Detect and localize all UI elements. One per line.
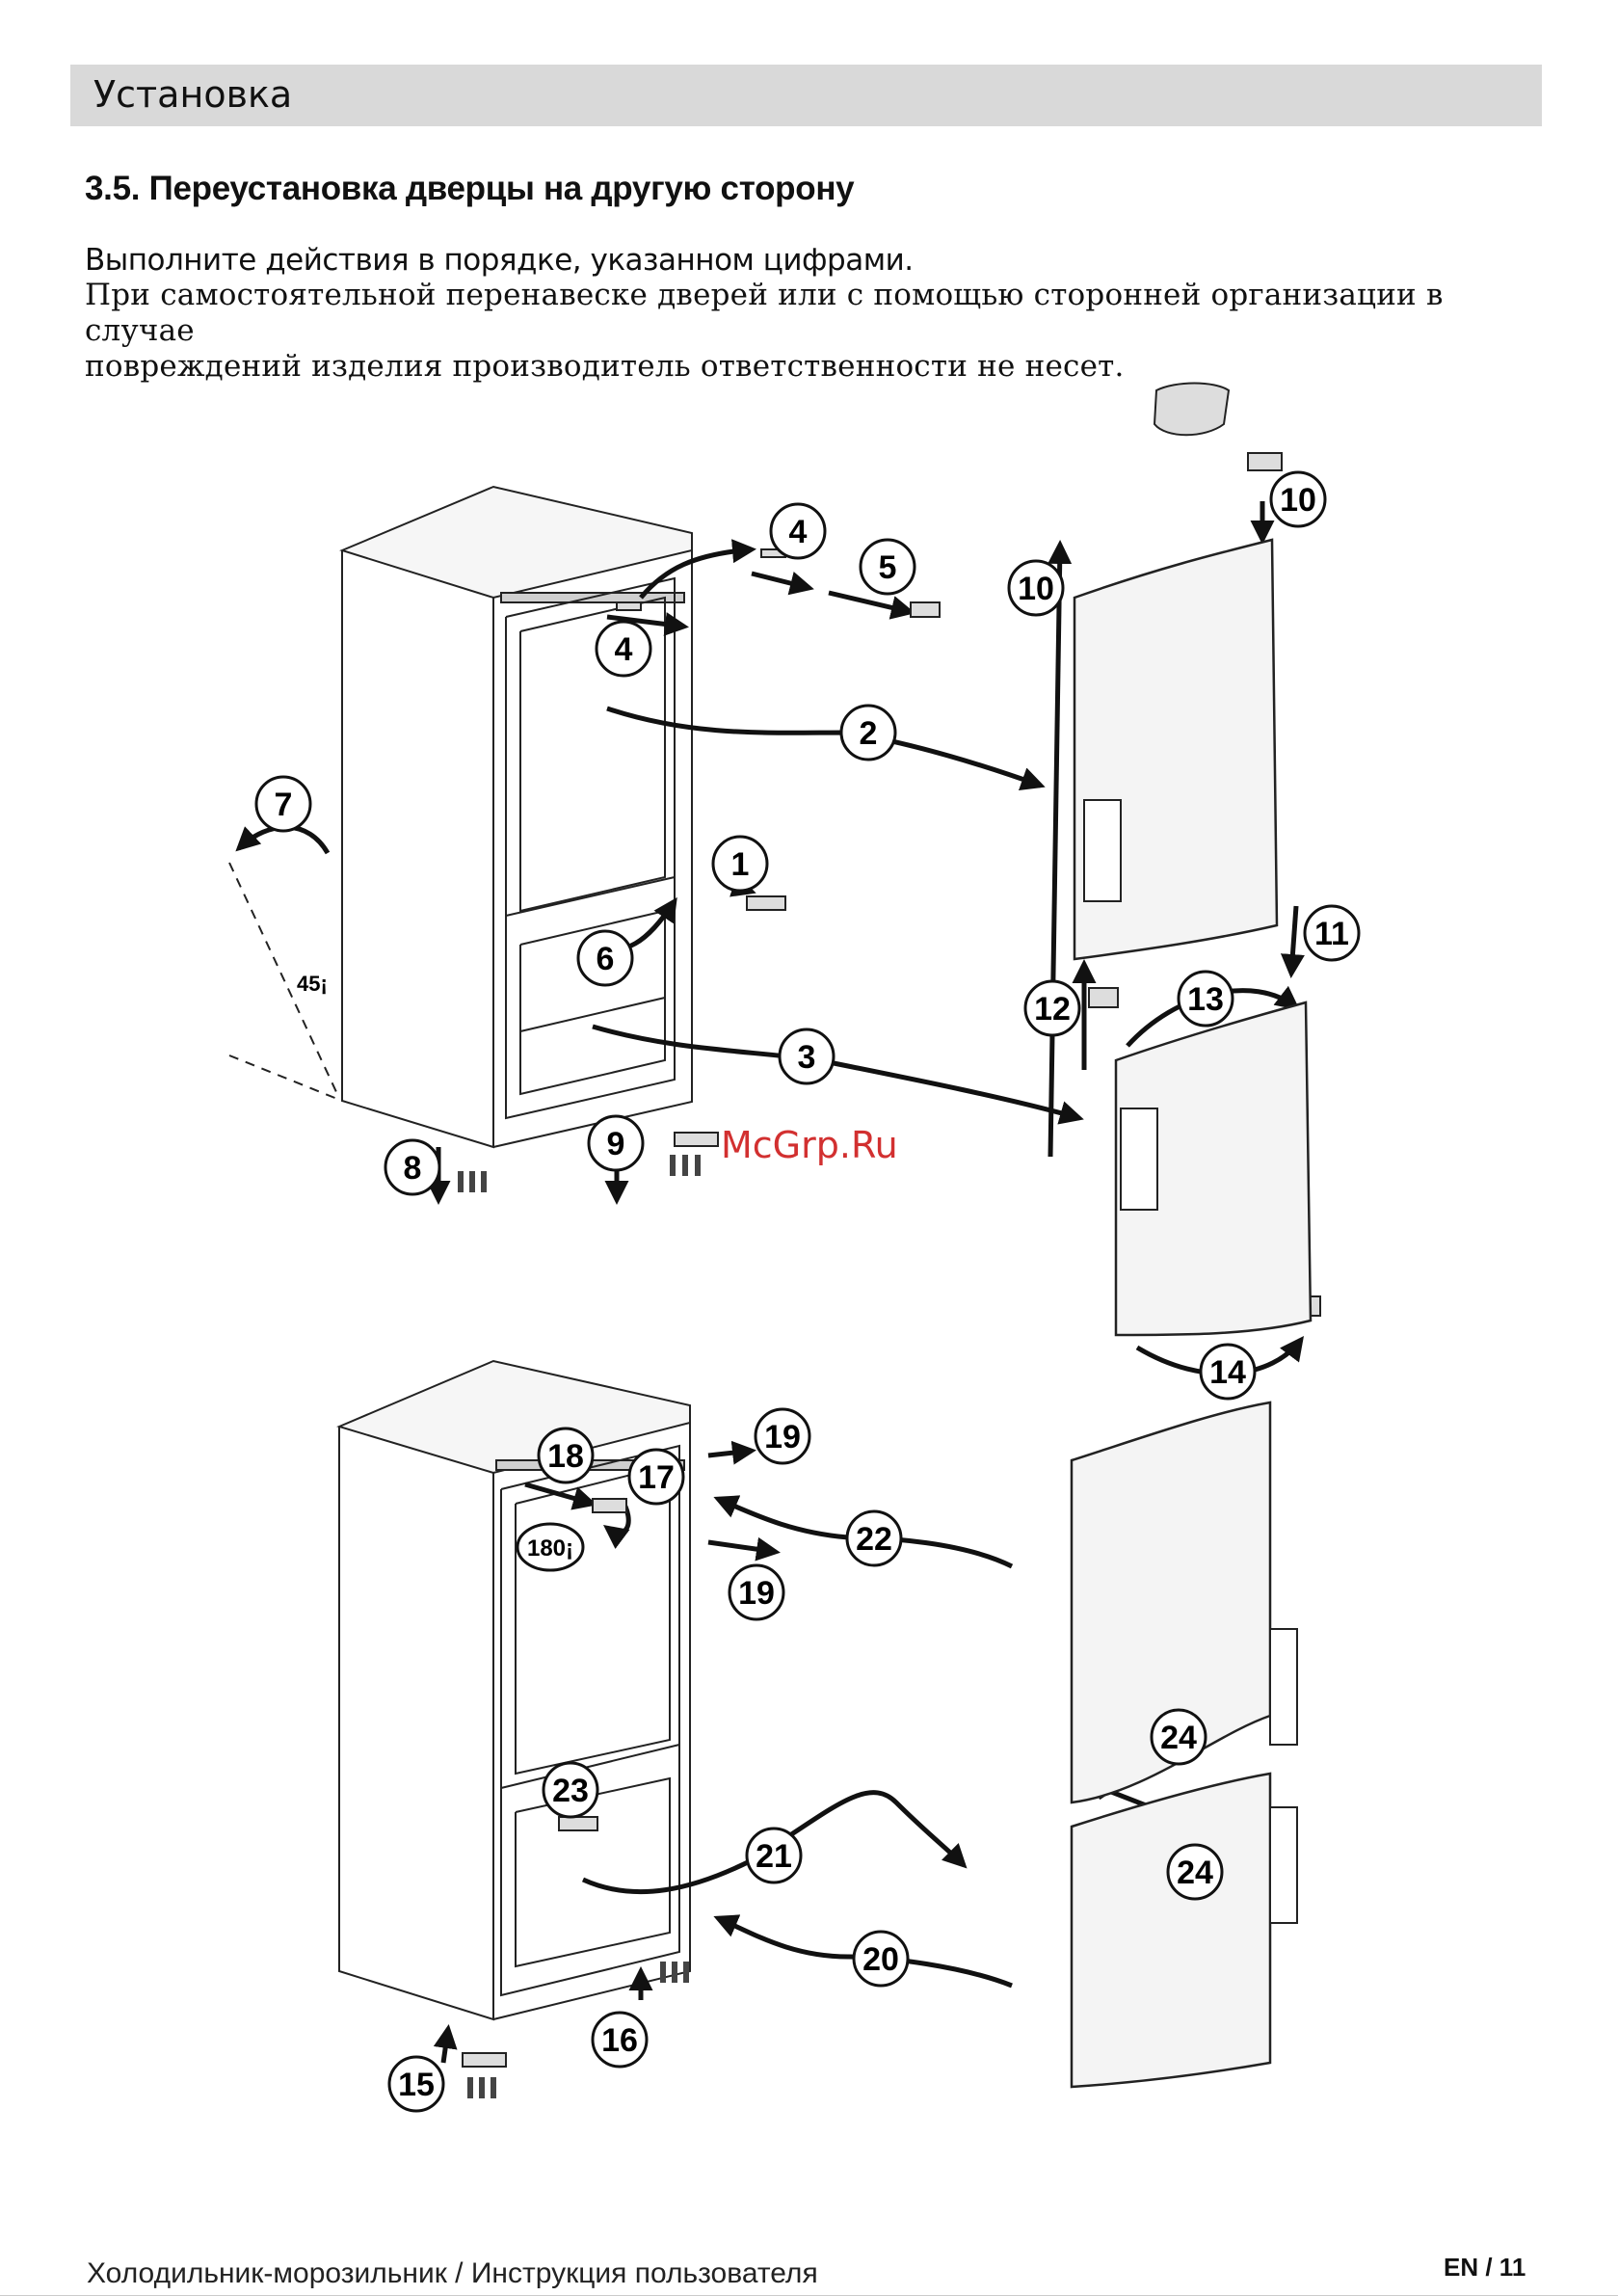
step-8: 8	[384, 1138, 441, 1196]
step-19b: 19	[728, 1563, 785, 1621]
step-4a: 4	[769, 502, 827, 560]
top-doors	[1073, 538, 1313, 1337]
top-door-handles	[1083, 799, 1158, 1211]
step-5: 5	[859, 538, 916, 596]
svg-text:4: 4	[615, 631, 633, 668]
svg-text:11: 11	[1314, 916, 1349, 952]
step-16: 16	[591, 2011, 649, 2069]
svg-text:8: 8	[404, 1150, 422, 1187]
screws-bottom	[467, 1962, 689, 2098]
watermark: McGrp.Ru	[721, 1124, 898, 1166]
screws-top	[458, 1155, 701, 1192]
step-10a: 10	[1269, 470, 1327, 528]
svg-text:18: 18	[547, 1438, 584, 1475]
step-4b: 4	[595, 620, 652, 678]
svg-text:23: 23	[552, 1773, 589, 1809]
step-22: 22	[845, 1509, 903, 1567]
svg-text:13: 13	[1187, 981, 1224, 1018]
svg-text:7: 7	[275, 787, 293, 823]
rotation-callout: 180¡	[516, 1522, 585, 1572]
step-24a: 24	[1150, 1708, 1207, 1766]
svg-text:21: 21	[756, 1838, 792, 1875]
fridge-cabinet-top	[339, 485, 693, 1149]
step-12: 12	[1023, 979, 1081, 1037]
svg-text:19: 19	[738, 1575, 775, 1612]
header-title: Установка	[93, 73, 293, 116]
step-3: 3	[778, 1028, 836, 1085]
instruction-lead: Выполните действия в порядке, указанном …	[85, 243, 914, 278]
instruction-line-2: повреждений изделия производитель ответс…	[85, 349, 1125, 384]
step-21: 21	[745, 1827, 803, 1884]
svg-text:3: 3	[798, 1039, 816, 1076]
step-7: 7	[254, 775, 312, 833]
svg-text:14: 14	[1209, 1354, 1246, 1391]
step-2: 2	[839, 704, 897, 761]
footer-page-number: EN / 11	[1444, 2253, 1526, 2282]
step-24b: 24	[1166, 1843, 1224, 1901]
svg-text:5: 5	[879, 549, 897, 586]
section-title: 3.5. Переустановка дверцы на другую стор…	[85, 170, 855, 207]
svg-text:20: 20	[862, 1941, 899, 1978]
bottom-doors	[1070, 1401, 1272, 2089]
svg-text:10: 10	[1280, 482, 1316, 519]
svg-text:15: 15	[398, 2067, 435, 2103]
svg-text:6: 6	[597, 941, 615, 977]
svg-text:17: 17	[638, 1459, 675, 1496]
svg-text:9: 9	[607, 1126, 625, 1162]
step-10b: 10	[1007, 559, 1065, 617]
step-17: 17	[627, 1448, 685, 1506]
step-15: 15	[387, 2055, 445, 2113]
footer-document-title: Холодильник-морозильник / Инструкция пол…	[87, 2257, 818, 2289]
svg-text:16: 16	[601, 2022, 638, 2059]
instruction-text: При самостоятельной перенавеске дверей и…	[85, 278, 1530, 385]
step-6: 6	[576, 929, 634, 987]
svg-text:19: 19	[764, 1419, 801, 1455]
step-18: 18	[537, 1427, 595, 1484]
svg-text:24: 24	[1160, 1720, 1197, 1756]
svg-text:12: 12	[1034, 991, 1071, 1028]
step-11: 11	[1303, 904, 1361, 962]
svg-text:2: 2	[860, 715, 878, 752]
angle-label: 45¡	[297, 972, 328, 996]
parts-bag-icon	[1153, 382, 1231, 437]
step-14: 14	[1199, 1343, 1257, 1401]
bottom-hinges	[462, 1498, 627, 2068]
svg-text:4: 4	[789, 514, 808, 550]
instruction-line-1: При самостоятельной перенавеске дверей и…	[85, 278, 1444, 348]
svg-text:10: 10	[1018, 571, 1054, 607]
step-callouts: 1 2 3 4 4 5 6 7 8 9 10 10 11 12 13 14 15…	[254, 470, 1361, 2113]
step-1: 1	[711, 835, 769, 893]
svg-text:22: 22	[856, 1521, 892, 1558]
svg-text:180¡: 180¡	[527, 1535, 573, 1562]
step-23: 23	[542, 1761, 599, 1819]
step-20: 20	[852, 1930, 910, 1988]
svg-text:1: 1	[731, 846, 750, 883]
angle-guide	[228, 862, 338, 1100]
svg-text:24: 24	[1177, 1855, 1213, 1891]
step-13: 13	[1177, 970, 1234, 1028]
step-19a: 19	[754, 1407, 811, 1465]
step-9: 9	[587, 1114, 645, 1172]
bottom-door-handles	[1269, 1628, 1298, 1924]
header-bar: Установка	[70, 65, 1542, 126]
